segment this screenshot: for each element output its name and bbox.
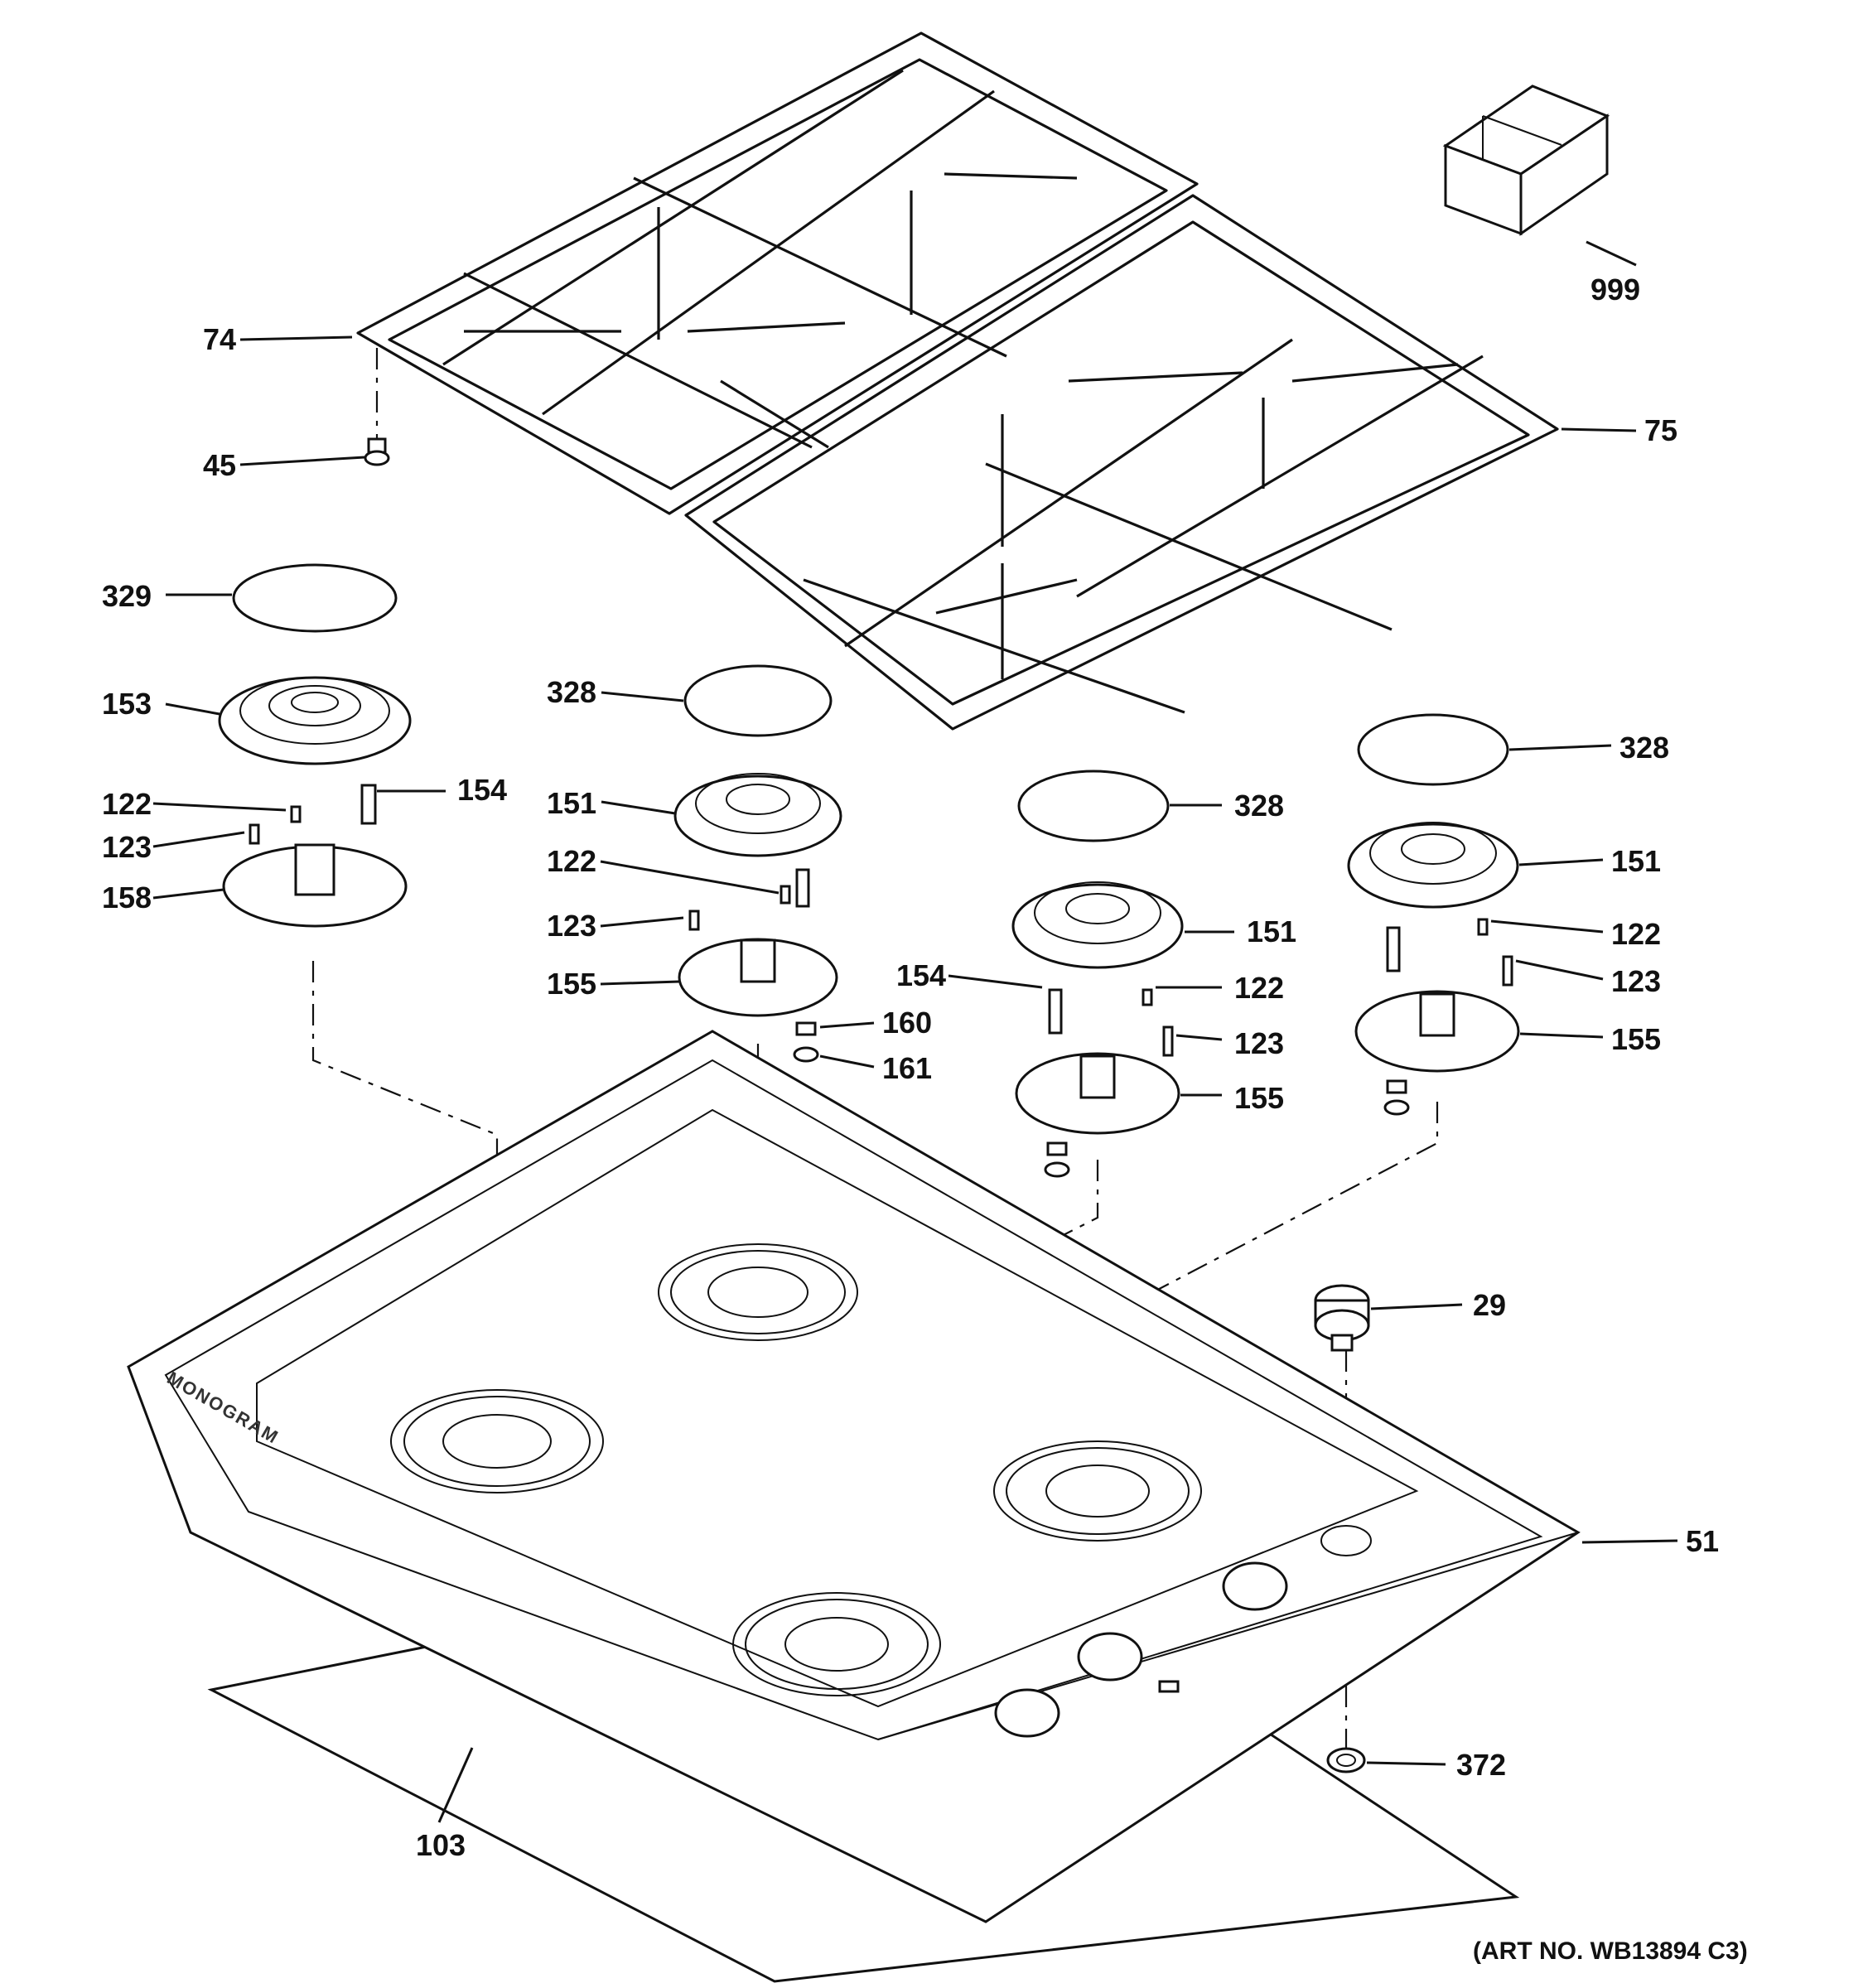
grommet-372 (1326, 1747, 1366, 1773)
callout-122-left: 122 (102, 787, 152, 821)
callout-158: 158 (102, 881, 152, 914)
screw-45 (364, 348, 390, 466)
callout-123-center-left: 123 (547, 909, 596, 943)
callout-151-right: 151 (1611, 844, 1661, 878)
burner-port-rear (658, 1243, 858, 1341)
callout-151-center-left: 151 (547, 786, 596, 820)
callout-372: 372 (1456, 1748, 1506, 1782)
grate-assembly (356, 31, 1559, 731)
callout-328-center-right: 328 (1234, 789, 1284, 823)
control-knobs (994, 1525, 1372, 1738)
callout-103: 103 (416, 1828, 466, 1862)
callout-122-right: 122 (1611, 917, 1661, 951)
callout-155-right: 155 (1611, 1022, 1661, 1056)
grate-left (356, 31, 1199, 515)
cap-328c (1357, 713, 1509, 786)
spring-160 (795, 1021, 817, 1036)
callout-329: 329 (102, 579, 152, 613)
burner-right (1347, 713, 1520, 1116)
callout-122-center-left: 122 (547, 844, 596, 878)
callout-328-center-left: 328 (547, 675, 596, 709)
callout-161: 161 (882, 1051, 932, 1085)
leader-lines (152, 240, 1678, 1823)
callout-123-center-right: 123 (1234, 1026, 1284, 1060)
callout-154-center-right: 154 (896, 958, 946, 992)
cap-328a (683, 664, 833, 737)
callout-labels: 999 74 75 45 329 153 122 154 123 158 328… (102, 273, 1719, 1862)
burner-port-left (390, 1389, 604, 1493)
art-number: (ART NO. WB13894 C3) (1473, 1937, 1748, 1965)
cap-329 (232, 563, 398, 633)
callout-999: 999 (1590, 273, 1640, 306)
callout-122-center-right: 122 (1234, 971, 1284, 1005)
callout-74: 74 (203, 322, 236, 356)
callout-123-left: 123 (102, 830, 152, 864)
callout-151-center-right: 151 (1247, 914, 1296, 948)
package-box (1442, 84, 1610, 236)
head-151b (1011, 883, 1184, 969)
knob-29 (1314, 1284, 1370, 1352)
callout-75: 75 (1644, 413, 1677, 447)
burner-left (218, 563, 412, 928)
grate-right (684, 194, 1559, 731)
cooktop: MONOGRAM (127, 1030, 1581, 1983)
cap-328b (1017, 770, 1170, 842)
callout-123-right: 123 (1611, 964, 1661, 998)
head-153 (218, 676, 412, 765)
burner-center-right (1011, 770, 1184, 1178)
callout-155-center-right: 155 (1234, 1081, 1284, 1115)
callout-51: 51 (1686, 1524, 1719, 1558)
burner-center-left (673, 664, 842, 1063)
burner-port-front (732, 1592, 941, 1696)
burner-port-right (993, 1440, 1202, 1542)
washer-161 (793, 1046, 819, 1063)
callout-328-right: 328 (1619, 731, 1669, 765)
callout-45: 45 (203, 448, 236, 482)
callout-29: 29 (1473, 1288, 1506, 1322)
callout-154-left: 154 (457, 773, 507, 807)
callout-155-center-left: 155 (547, 967, 596, 1001)
callout-160: 160 (882, 1006, 932, 1040)
callout-153: 153 (102, 687, 152, 721)
electrode-154 (360, 784, 377, 825)
head-151c (1347, 823, 1519, 909)
head-151a (673, 774, 842, 857)
